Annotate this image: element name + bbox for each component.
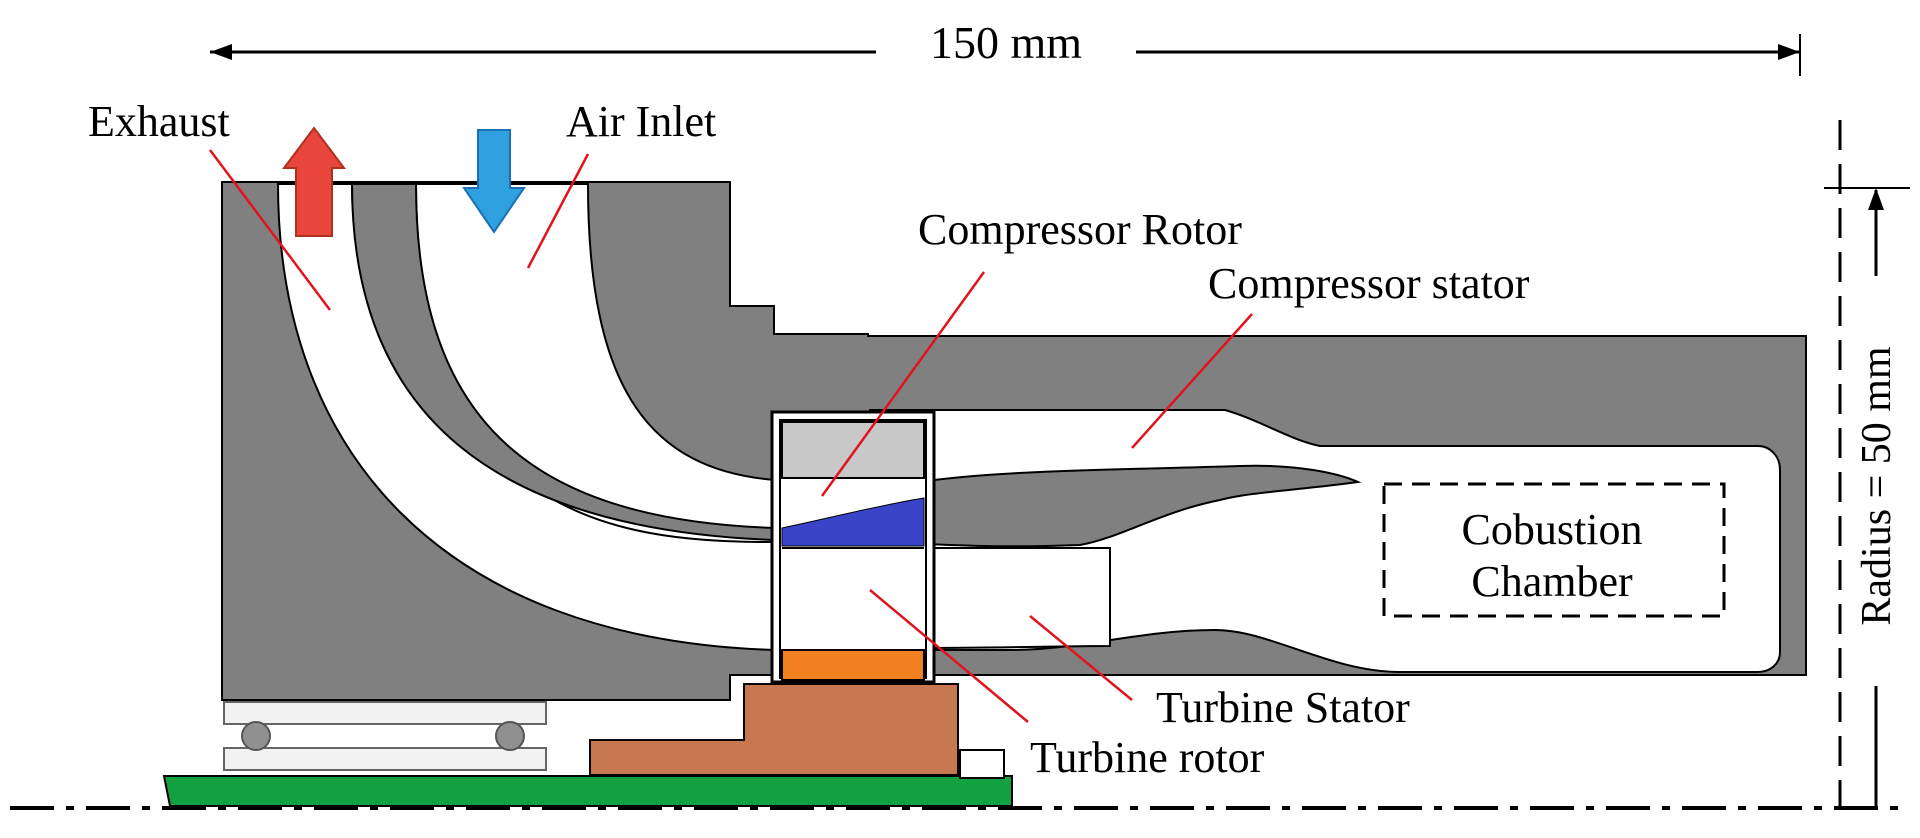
compressor-rotor-blade xyxy=(781,497,925,547)
combustion-chamber-outline xyxy=(1382,482,1726,618)
bearing-ball-left xyxy=(241,721,271,751)
width-dimension-label: 150 mm xyxy=(930,17,1082,68)
turbine-rotor-label: Turbine rotor xyxy=(1030,733,1265,782)
compressor-rotor-label: Compressor Rotor xyxy=(918,205,1242,254)
width-arrow-left-icon xyxy=(210,44,232,60)
turbine-stator-label: Turbine Stator xyxy=(1156,683,1410,732)
turbine-stator-vane xyxy=(919,547,1111,650)
compressor-rotor-cap xyxy=(781,421,925,479)
exhaust-label: Exhaust xyxy=(88,97,230,146)
bearing-housing-bottom xyxy=(223,747,547,771)
compressor-rotor-leader xyxy=(820,271,986,497)
width-arrow-right-icon xyxy=(1778,44,1800,60)
air-inlet-label: Air Inlet xyxy=(566,97,716,146)
air-inlet-leader xyxy=(526,153,590,269)
turbine-rotor-blade xyxy=(781,649,925,681)
turbine-stator-leader xyxy=(1029,615,1133,701)
compressor-stator-label: Compressor stator xyxy=(1208,259,1530,308)
shaft-end-block xyxy=(959,749,1005,779)
compressor-stator-leader xyxy=(1131,313,1253,449)
base-plate xyxy=(162,775,1013,807)
combustion-chamber-label-line2: Chamber xyxy=(1471,557,1633,606)
compressor-stator-vane xyxy=(919,464,1362,548)
combustion-chamber-label-line1: Cobustion xyxy=(1462,505,1643,554)
bearing-ball-right xyxy=(495,721,525,751)
radius-arrow-top-icon xyxy=(1868,188,1884,210)
turbine-rotor-leader xyxy=(869,589,1029,723)
bearing-housing-top xyxy=(223,701,547,725)
radius-dimension-label: Radius = 50 mm xyxy=(1854,346,1900,626)
inlet-arrow-icon xyxy=(462,129,526,234)
exhaust-leader xyxy=(209,149,331,311)
exhaust-arrow-icon xyxy=(282,126,346,237)
